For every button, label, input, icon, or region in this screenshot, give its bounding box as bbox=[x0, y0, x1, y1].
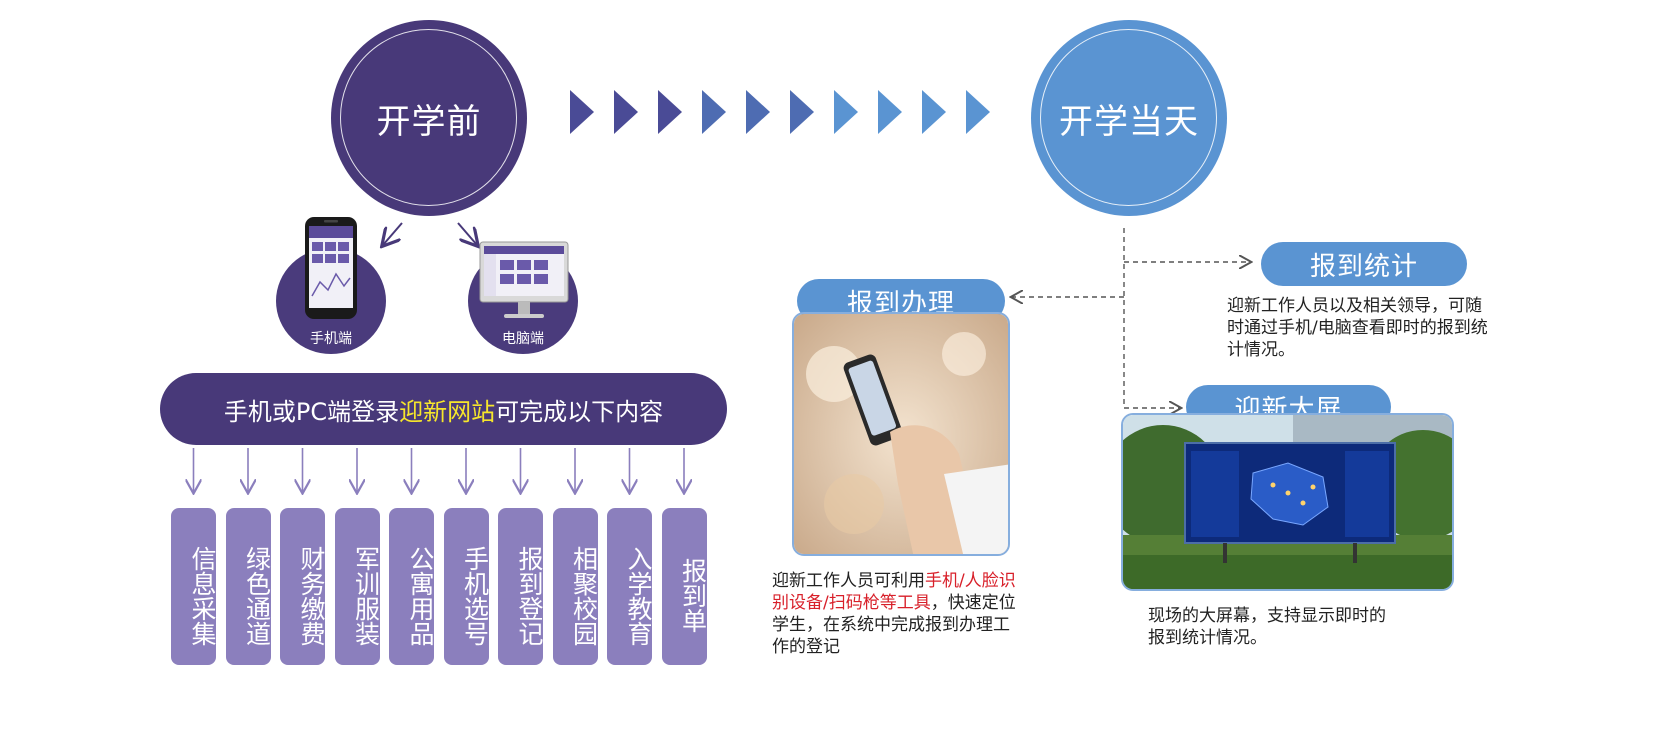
stage-day-label: 开学当天 bbox=[1059, 101, 1199, 142]
item-arrows bbox=[194, 448, 685, 492]
stage-before-label: 开学前 bbox=[376, 101, 482, 142]
chevron-right-icon bbox=[966, 90, 990, 134]
chevron-right-icon bbox=[922, 90, 946, 134]
stats-desc: 迎新工作人员以及相关领导，可随时通过手机/电脑查看即时的报到统计情况。 bbox=[1227, 296, 1488, 360]
chevron-right-icon bbox=[658, 90, 682, 134]
registration-photo bbox=[792, 312, 1010, 556]
phone-device-label: 手机端 bbox=[310, 331, 352, 347]
banner-suffix: 可完成以下内容 bbox=[495, 397, 664, 426]
item-box: 报到单 bbox=[661, 508, 708, 665]
chevron-right-icon bbox=[570, 90, 594, 134]
item-box: 相聚校园 bbox=[552, 508, 599, 665]
chevron-right-icon-group bbox=[570, 90, 990, 134]
item-box: 信息采集 bbox=[171, 508, 217, 665]
registration-desc: 迎新工作人员可利用手机/人脸识别设备/扫码枪等工具，快速定位学生，在系统中完成报… bbox=[772, 570, 1022, 658]
stage-before-circle: 开学前 bbox=[331, 20, 527, 216]
item-box: 手机选号 bbox=[443, 508, 490, 665]
stage-day-circle: 开学当天 bbox=[1031, 20, 1227, 216]
arrow-to-phone bbox=[383, 222, 403, 245]
item-box: 报到登记 bbox=[498, 508, 544, 665]
banner-prefix: 手机或PC端登录 bbox=[223, 397, 400, 426]
item-box: 军训服装 bbox=[334, 508, 381, 665]
chevron-right-icon bbox=[790, 90, 814, 134]
pc-device-label: 电脑端 bbox=[502, 331, 544, 347]
chevron-right-icon bbox=[702, 90, 726, 134]
registration-desc-after: ，快速定位学生，在系统中完成报到办理工作的登记 bbox=[772, 593, 1016, 657]
dashed-connectors bbox=[1012, 228, 1250, 408]
pc-device-circle: 电脑端 bbox=[468, 241, 578, 354]
smartphone-icon bbox=[305, 217, 357, 319]
screen-desc: 现场的大屏幕，支持显示即时的报到统计情况。 bbox=[1148, 606, 1386, 648]
monitor-icon bbox=[479, 241, 569, 318]
phone-device-circle: 手机端 bbox=[276, 217, 386, 354]
banner-highlight: 迎新网站 bbox=[399, 397, 496, 426]
item-box: 财务缴费 bbox=[280, 508, 326, 665]
chevron-right-icon bbox=[746, 90, 770, 134]
item-box: 公寓用品 bbox=[389, 508, 435, 665]
chevron-right-icon bbox=[834, 90, 858, 134]
item-box: 入学教育 bbox=[607, 508, 653, 665]
stats-title: 报到统计 bbox=[1309, 251, 1418, 282]
arrow-to-pc bbox=[457, 222, 477, 245]
registration-desc-before: 迎新工作人员可利用 bbox=[772, 571, 925, 591]
registration-desc-highlight: 手机/人脸识别设备/扫码枪等工具 bbox=[772, 571, 1016, 613]
login-banner: 手机或PC端登录迎新网站可完成以下内容 bbox=[160, 373, 727, 445]
chevron-right-icon bbox=[878, 90, 902, 134]
screen-photo bbox=[1121, 413, 1454, 591]
hand-phone-image bbox=[794, 314, 1008, 554]
chevron-right-icon bbox=[614, 90, 638, 134]
item-box: 绿色通道 bbox=[225, 508, 272, 665]
stats-title-pill: 报到统计 bbox=[1261, 242, 1467, 286]
big-screen-image bbox=[1123, 415, 1452, 589]
